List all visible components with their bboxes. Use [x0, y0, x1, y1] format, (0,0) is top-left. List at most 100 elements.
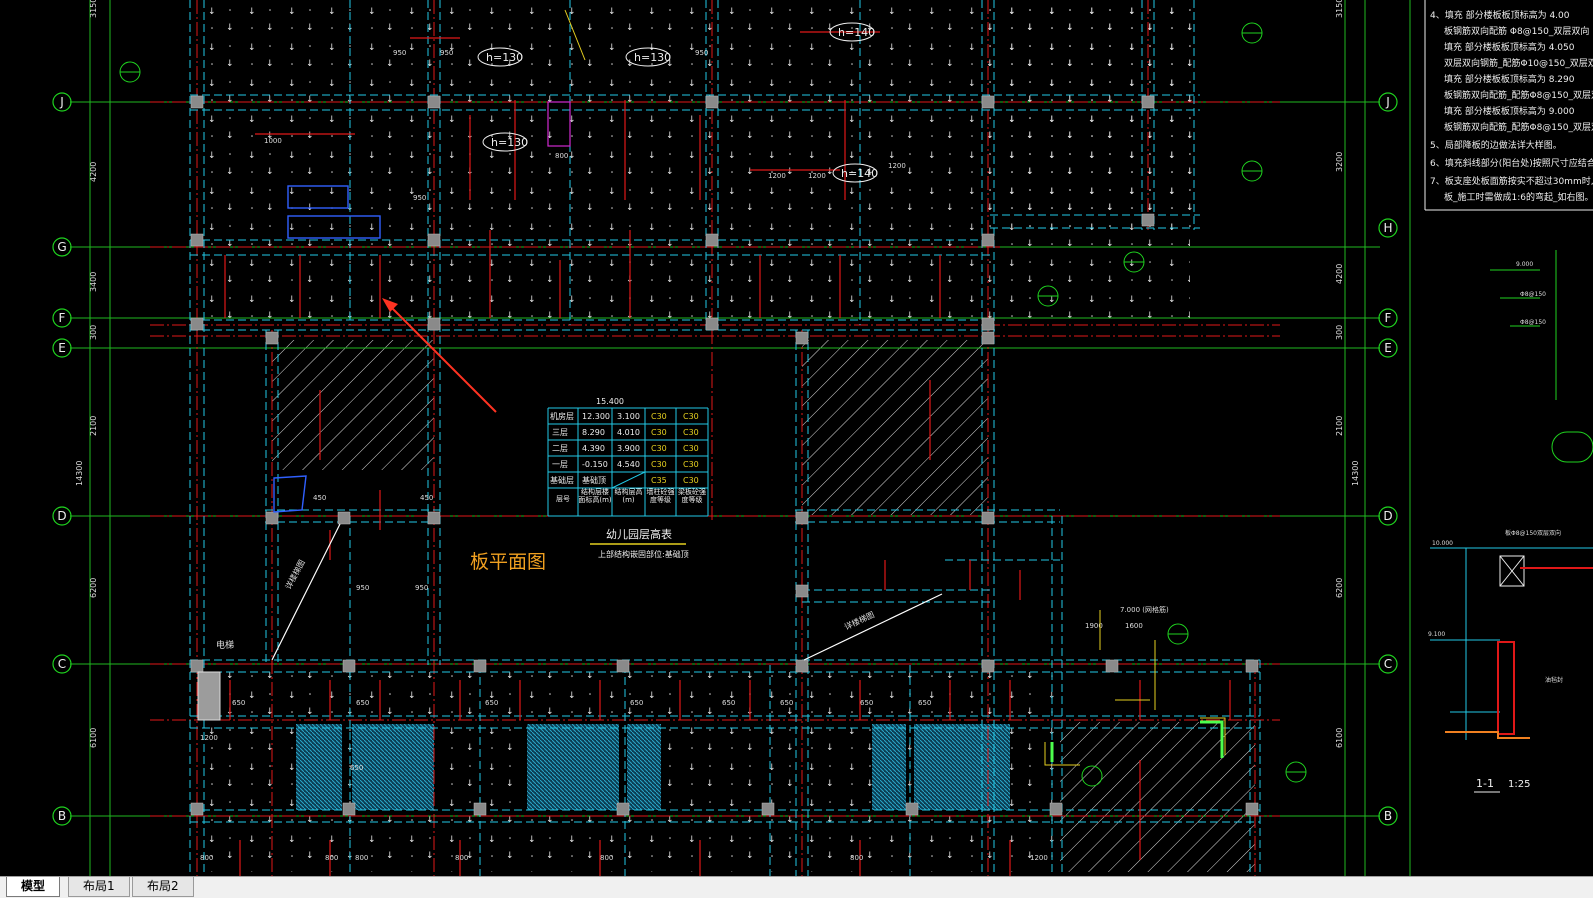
note-line: 板钢筋双向配筋_配筋Φ8@150_双层双向 — [1444, 89, 1593, 101]
hatched-slab-2 — [802, 340, 988, 515]
svg-text:650: 650 — [918, 699, 931, 707]
elevator-label: 电梯 — [216, 639, 234, 651]
axis-label-left: E — [58, 341, 66, 355]
svg-text:9.100: 9.100 — [1428, 631, 1445, 638]
svg-text:650: 650 — [232, 699, 245, 707]
void-area-1 — [296, 724, 342, 810]
svg-text:C30: C30 — [651, 460, 667, 469]
axis-label-left: C — [58, 657, 66, 671]
svg-text:C35: C35 — [651, 476, 667, 485]
svg-text:10.000: 10.000 — [1432, 540, 1453, 547]
note-line: 双层双向钢筋_配筋Φ10@150_双层双向 — [1444, 57, 1593, 69]
svg-text:3150: 3150 — [89, 0, 98, 18]
yellow-marks — [564, 9, 1226, 766]
svg-text:h=140: h=140 — [841, 167, 878, 180]
annotation-label: 板平面图 — [470, 551, 546, 573]
axis-label-left: G — [57, 240, 66, 254]
svg-text:650: 650 — [350, 764, 363, 772]
svg-text:Φ8@150: Φ8@150 — [1520, 319, 1546, 326]
floor-height-table: 15.400 机房层 12.300 3.100 C30 C30 三层 8.290… — [547, 397, 709, 517]
axis-label-left: B — [58, 809, 66, 823]
note-line: 板钢筋双向配筋_配筋Φ8@150_双层双向 — [1444, 121, 1593, 133]
svg-text:800: 800 — [325, 854, 338, 862]
svg-text:650: 650 — [780, 699, 793, 707]
svg-text:650: 650 — [630, 699, 643, 707]
axis-label-right: J — [1385, 95, 1390, 109]
svg-text:3.100: 3.100 — [617, 412, 640, 421]
note-line: 4、填充 部分楼板板顶标高为 4.00 — [1430, 9, 1570, 21]
tab-layout-1[interactable]: 布局1 — [68, 877, 130, 897]
note-line: 板_施工时需做成1:6的弯起_如右图。 — [1444, 191, 1593, 203]
green-markers — [1050, 720, 1224, 762]
svg-text:8.290: 8.290 — [582, 428, 605, 437]
svg-text:1200: 1200 — [808, 172, 826, 180]
note-line: 填充 部分楼板板顶标高为 4.050 — [1444, 41, 1575, 53]
svg-text:950: 950 — [440, 49, 453, 57]
slab-height-tags: h=130 h=130 h=130 h=140 h=140 — [477, 22, 878, 183]
void-area-6 — [914, 724, 1010, 810]
svg-text:2100: 2100 — [89, 416, 98, 436]
slab-area-northeast — [990, 0, 1200, 228]
beam-lines — [189, 0, 1261, 876]
table-header: 层号 — [556, 495, 570, 503]
rebar-marks — [224, 31, 1231, 876]
notes-panel: 4、填充 部分楼板板顶标高为 4.00 板钢筋双向配筋 Φ8@150_双层双向 … — [1424, 0, 1593, 211]
svg-text:二层: 二层 — [552, 444, 568, 453]
svg-text:3400: 3400 — [89, 272, 98, 292]
detail-callouts — [119, 22, 1307, 787]
cad-drawing-viewport[interactable]: ↓ ↓ — [0, 0, 1593, 876]
tab-layout-2[interactable]: 布局2 — [132, 877, 194, 897]
axis-label-right: D — [1383, 509, 1392, 523]
svg-text:C30: C30 — [683, 444, 699, 453]
svg-text:C30: C30 — [651, 444, 667, 453]
svg-text:三层: 三层 — [552, 428, 568, 437]
layout-tab-bar: 模型 布局1 布局2 — [0, 876, 1593, 898]
svg-text:6100: 6100 — [1335, 728, 1344, 748]
hatched-slab-1 — [272, 340, 434, 470]
section-label: 1-1 — [1476, 777, 1494, 790]
svg-text:15.400: 15.400 — [596, 397, 624, 406]
stair-label-left: 详楼梯图 — [283, 558, 307, 591]
stair-line-right — [803, 593, 943, 661]
tab-model[interactable]: 模型 — [6, 877, 61, 897]
svg-text:4.390: 4.390 — [582, 444, 605, 453]
svg-text:14300: 14300 — [1351, 461, 1360, 486]
axis-label-right: E — [1384, 341, 1392, 355]
svg-text:6100: 6100 — [89, 728, 98, 748]
svg-text:450: 450 — [420, 494, 433, 502]
svg-text:油毡封: 油毡封 — [1545, 676, 1563, 684]
svg-text:h=130: h=130 — [491, 136, 528, 149]
svg-text:650: 650 — [485, 699, 498, 707]
svg-text:14300: 14300 — [75, 461, 84, 486]
svg-text:一层: 一层 — [552, 460, 568, 469]
svg-text:C30: C30 — [683, 476, 699, 485]
svg-text:1200: 1200 — [888, 162, 906, 170]
svg-text:4.010: 4.010 — [617, 428, 640, 437]
svg-text:C30: C30 — [651, 412, 667, 421]
stair-line-left — [271, 523, 341, 661]
svg-text:650: 650 — [722, 699, 735, 707]
table-header: 梁板砼强度等级 — [678, 488, 706, 504]
floor-slab-plan-drawing[interactable]: ↓ ↓ — [0, 0, 1593, 876]
table-title: 幼儿园层高表 — [606, 527, 672, 541]
svg-text:450: 450 — [313, 494, 326, 502]
note-line: 6、填充斜线部分(阳台处)按照尺寸应结合建 — [1430, 157, 1593, 169]
svg-text:800: 800 — [355, 854, 368, 862]
svg-text:1600: 1600 — [1125, 622, 1143, 630]
svg-text:1200: 1200 — [1030, 854, 1048, 862]
svg-text:6200: 6200 — [89, 578, 98, 598]
note-line: 板钢筋双向配筋 Φ8@150_双层双向 — [1444, 25, 1589, 37]
svg-text:3.900: 3.900 — [617, 444, 640, 453]
axis-label-left: J — [59, 95, 64, 109]
svg-text:C30: C30 — [651, 428, 667, 437]
annotation-arrow — [385, 301, 497, 413]
svg-text:C30: C30 — [683, 428, 699, 437]
void-area-2 — [352, 724, 434, 810]
svg-text:基础层: 基础层 — [550, 475, 574, 485]
axis-label-right: H — [1383, 221, 1392, 235]
svg-text:-0.150: -0.150 — [582, 460, 608, 469]
svg-text:3200: 3200 — [1335, 152, 1344, 172]
note-line: 填充 部分楼板板顶标高为 8.290 — [1444, 73, 1575, 85]
svg-text:950: 950 — [415, 584, 428, 592]
